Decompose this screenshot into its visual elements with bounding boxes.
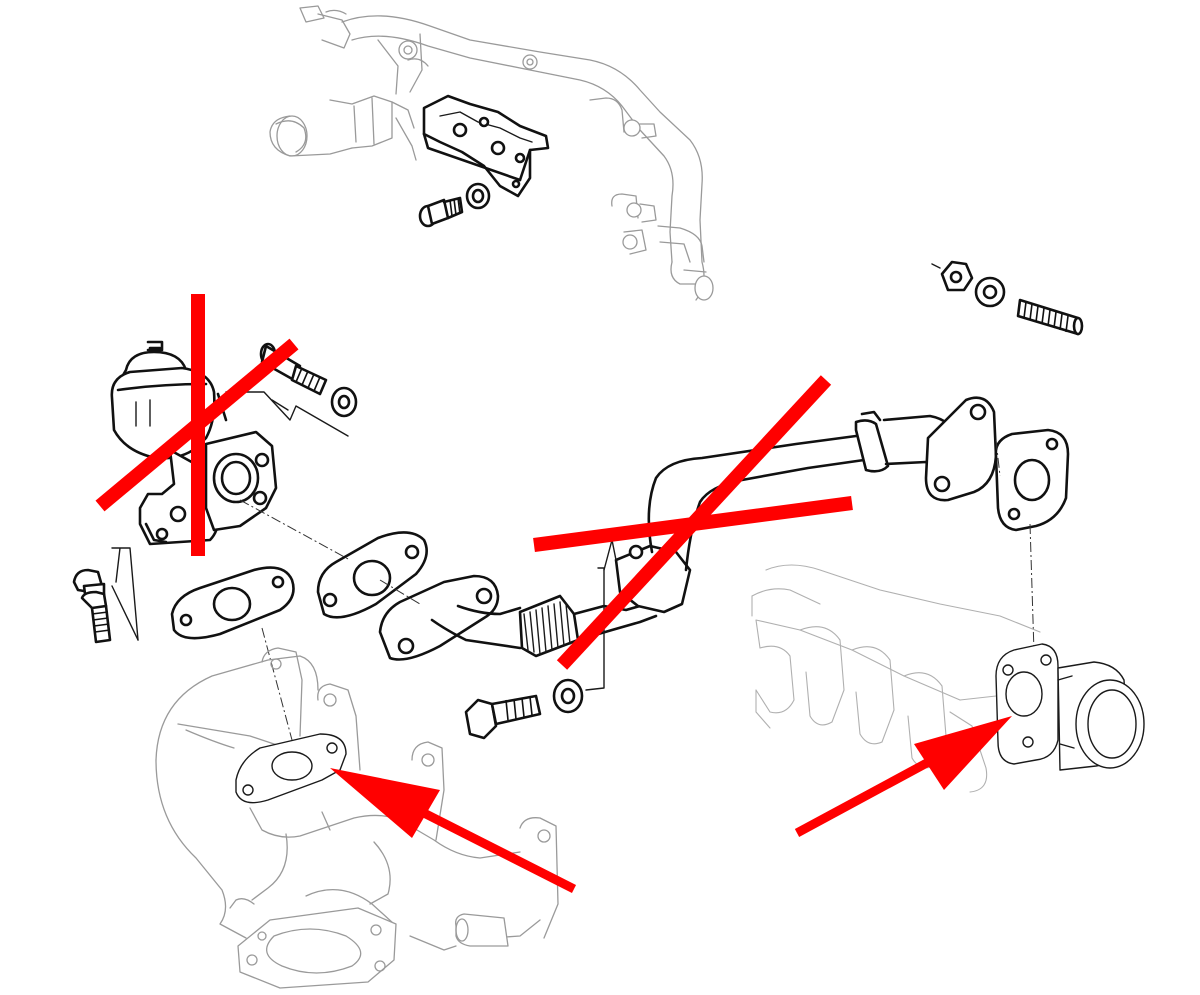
pipe-bracket-bolt bbox=[464, 694, 542, 740]
egr-pipe bbox=[378, 396, 998, 661]
stud-nut bbox=[931, 260, 974, 292]
egr-washer bbox=[330, 386, 358, 418]
egr-valve-cross-mark bbox=[95, 294, 299, 556]
heat-shield-bracket bbox=[422, 94, 550, 198]
egr-pipe-cross-mark bbox=[533, 375, 853, 670]
egr-gasket-1 bbox=[170, 566, 295, 640]
pipe-bracket-washer bbox=[552, 678, 584, 714]
stud bbox=[1016, 298, 1084, 336]
egr-mount-studs bbox=[72, 547, 139, 644]
exhaust-port-arrow bbox=[330, 768, 577, 894]
assembly-centerlines bbox=[239, 439, 1035, 741]
intake-manifold bbox=[751, 564, 1145, 793]
bracket-bolt bbox=[418, 196, 464, 228]
egr-gasket-3 bbox=[994, 428, 1070, 532]
intake-port-arrow bbox=[794, 716, 1012, 837]
exhaust-manifold bbox=[155, 647, 559, 989]
egr-gasket-2 bbox=[316, 531, 428, 619]
bracket-washer bbox=[465, 182, 491, 210]
stud-washer bbox=[974, 276, 1006, 308]
coolant-pipe-assembly bbox=[269, 5, 714, 301]
leader-line-egr bbox=[225, 391, 349, 437]
